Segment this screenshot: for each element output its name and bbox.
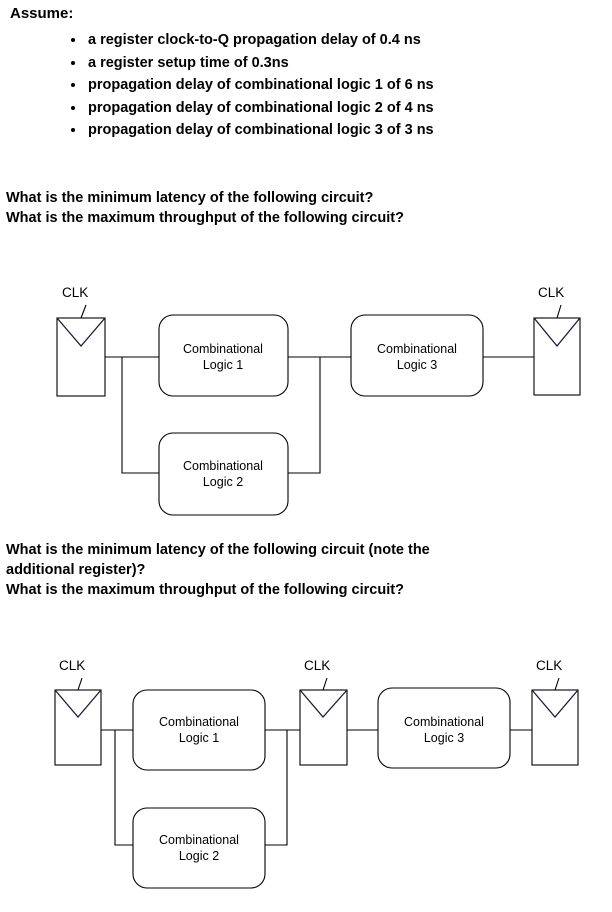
logic-box-3-1: Combinational Logic 3: [350, 314, 484, 397]
assume-item: a register clock-to-Q propagation delay …: [86, 29, 434, 52]
logic2-label-line2: Logic 2: [203, 475, 243, 489]
logic2-label-line1: Combinational: [183, 459, 263, 473]
register-left-1: CLK: [56, 285, 106, 397]
logic-box-1-2: Combinational Logic 1: [132, 689, 266, 771]
register-left-2: CLK: [54, 658, 102, 766]
question-1-latency: What is the minimum latency of the follo…: [6, 190, 374, 206]
register-right-2: CLK: [531, 658, 579, 766]
clk-label-right-2: CLK: [536, 658, 562, 673]
clk-label-mid-2: CLK: [304, 658, 330, 673]
circuit-diagram-2: CLK Combinational Logic 1 Combinational …: [0, 640, 612, 905]
register-middle-2: CLK: [299, 658, 348, 766]
logic2-label-line1-d2: Combinational: [159, 833, 239, 847]
circuit-diagram-1: CLK Combinational Logic 1 Combinational …: [0, 262, 612, 532]
question-block-1: What is the minimum latency of the follo…: [6, 188, 586, 228]
logic-box-2-2: Combinational Logic 2: [132, 807, 266, 889]
assume-item: propagation delay of combinational logic…: [86, 97, 434, 120]
logic3-label-line1: Combinational: [377, 342, 457, 356]
assume-item: propagation delay of combinational logic…: [86, 74, 434, 97]
assume-item: propagation delay of combinational logic…: [86, 119, 434, 142]
logic1-label-line1-d2: Combinational: [159, 715, 239, 729]
logic-box-3-2: Combinational Logic 3: [377, 687, 511, 769]
logic3-label-line2: Logic 3: [397, 358, 437, 372]
logic-box-1-1: Combinational Logic 1: [158, 314, 289, 397]
register-right-1: CLK: [533, 285, 581, 396]
question-block-2: What is the minimum latency of the follo…: [6, 540, 586, 600]
logic1-label-line2: Logic 1: [203, 358, 243, 372]
assume-list: a register clock-to-Q propagation delay …: [52, 29, 434, 142]
clk-label-left-1: CLK: [62, 285, 88, 300]
clk-label-right-1: CLK: [538, 285, 564, 300]
assume-heading: Assume:: [10, 5, 74, 22]
logic1-label-line2-d2: Logic 1: [179, 731, 219, 745]
assume-item: a register setup time of 0.3ns: [86, 52, 434, 75]
logic3-label-line1-d2: Combinational: [404, 715, 484, 729]
clk-label-left-2: CLK: [59, 658, 85, 673]
question-1-throughput: What is the maximum throughput of the fo…: [6, 210, 404, 226]
logic3-label-line2-d2: Logic 3: [424, 731, 464, 745]
question-2-throughput: What is the maximum throughput of the fo…: [6, 582, 404, 598]
question-2-latency-line2: additional register)?: [6, 562, 146, 578]
logic-box-2-1: Combinational Logic 2: [158, 432, 289, 516]
question-2-latency-line1: What is the minimum latency of the follo…: [6, 542, 430, 558]
logic2-label-line2-d2: Logic 2: [179, 849, 219, 863]
logic1-label-line1: Combinational: [183, 342, 263, 356]
